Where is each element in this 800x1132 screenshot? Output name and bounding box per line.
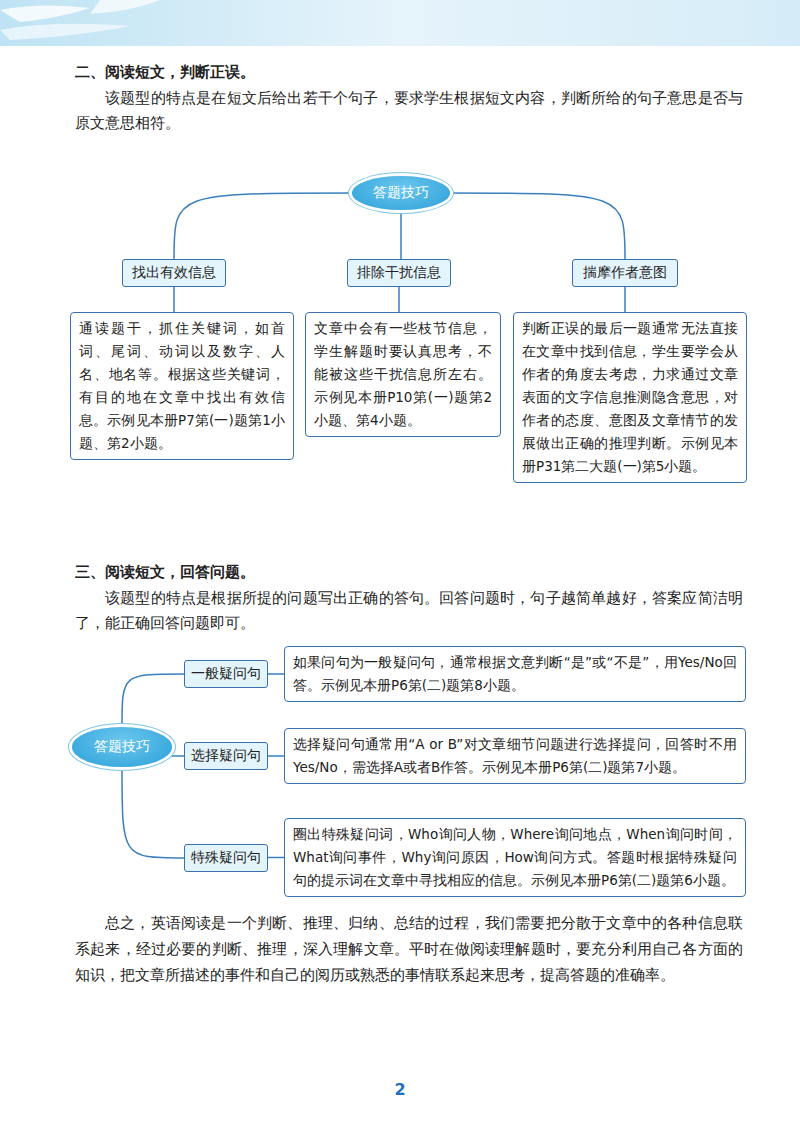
node-text: 排除干扰信息 [357, 264, 441, 282]
tips-oval: 答题技巧 [352, 176, 450, 210]
connector [400, 210, 402, 259]
tip-body: 圈出特殊疑问词，Who询问人物，Where询问地点，When询问时间，What询… [284, 818, 746, 897]
paragraph: 该题型的特点是根据所提的问题写出正确的答句。回答问题时，句子越简单越好，答案应简… [75, 586, 743, 636]
tip-body: 通读题干，抓住关键词，如首词、尾词、动词以及数字、人名、地名等。根据这些关键词，… [70, 312, 294, 460]
tip-heading: 排除干扰信息 [347, 259, 451, 287]
tip-body: 判断正误的最后一题通常无法直接在文章中找到信息，学生要学会从作者的角度去考虑，力… [513, 312, 747, 483]
node-text: 如果问句为一般疑问句，通常根据文意判断“是”或“不是”，用Yes/No回答。示例… [293, 651, 737, 697]
node-text: 选择疑问句通常用“A or B”对文章细节问题进行选择提问，回答时不用Yes/N… [293, 733, 737, 779]
node-text: 判断正误的最后一题通常无法直接在文章中找到信息，学生要学会从作者的角度去考虑，力… [522, 317, 738, 478]
node-text: 特殊疑问句 [191, 849, 261, 867]
tip-heading: 找出有效信息 [122, 259, 226, 287]
connector [172, 755, 184, 757]
node-text: 揣摩作者意图 [583, 264, 667, 282]
connector [122, 767, 184, 858]
connector [624, 287, 626, 312]
node-text: 圈出特殊疑问词，Who询问人物，Where询问地点，When询问时间，What询… [293, 823, 737, 892]
tip-body: 文章中会有一些枝节信息，学生解题时要认真思考，不能被这些干扰信息所左右。示例见本… [305, 312, 501, 437]
connector [174, 193, 354, 259]
connector [268, 857, 284, 859]
section-heading: 三、阅读短文，回答问题。 [75, 560, 755, 584]
question-type: 选择疑问句 [184, 742, 268, 770]
connector [122, 674, 184, 727]
node-text: 通读题干，抓住关键词，如首词、尾词、动词以及数字、人名、地名等。根据这些关键词，… [79, 317, 285, 455]
connector [268, 755, 284, 757]
connector [173, 287, 175, 312]
node-text: 答题技巧 [94, 738, 150, 756]
node-text: 选择疑问句 [191, 747, 261, 765]
paragraph: 总之，英语阅读是一个判断、推理、归纳、总结的过程，我们需要把分散于文章中的各种信… [75, 910, 743, 988]
connector [448, 193, 625, 259]
tip-body: 如果问句为一般疑问句，通常根据文意判断“是”或“不是”，用Yes/No回答。示例… [284, 646, 746, 702]
node-text: 一般疑问句 [191, 665, 261, 683]
section-heading: 二、阅读短文，判断正误。 [75, 60, 755, 84]
node-text: 找出有效信息 [132, 264, 216, 282]
paragraph: 该题型的特点是在短文后给出若干个句子，要求学生根据短文内容，判断所给的句子意思是… [75, 86, 743, 136]
tip-heading: 揣摩作者意图 [572, 259, 678, 287]
tips-oval: 答题技巧 [72, 727, 172, 767]
page-number: 2 [380, 1080, 420, 1099]
node-text: 文章中会有一些枝节信息，学生解题时要认真思考，不能被这些干扰信息所左右。示例见本… [314, 317, 492, 432]
question-type: 一般疑问句 [184, 660, 268, 688]
connector [398, 287, 400, 312]
question-type: 特殊疑问句 [184, 844, 268, 872]
connector [268, 673, 284, 675]
header-band [0, 0, 800, 46]
node-text: 答题技巧 [373, 184, 429, 202]
tip-body: 选择疑问句通常用“A or B”对文章细节问题进行选择提问，回答时不用Yes/N… [284, 728, 746, 784]
